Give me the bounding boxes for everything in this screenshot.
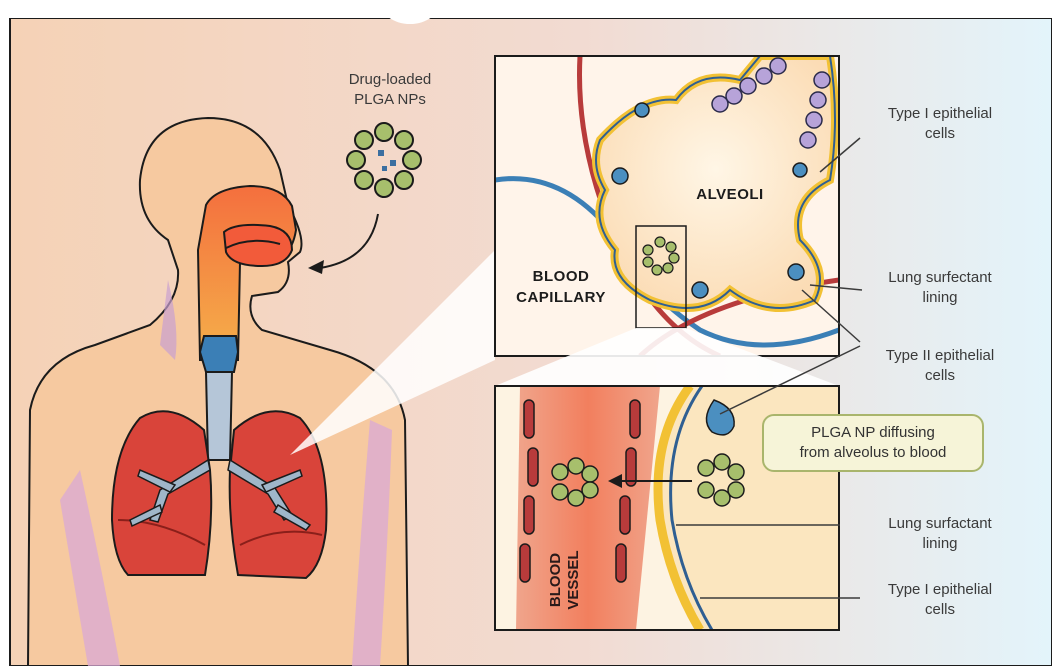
type1-cells-bottom-label: Type I epithelial cells [860,580,1020,620]
alveoli-panel [495,56,839,356]
diffusion-callout: PLGA NP diffusing from alveolus to blood [762,414,984,472]
type2-line2: cells [860,366,1020,386]
blood-vessel-line2: VESSEL [565,545,583,615]
surfactant-top-line2: lining [860,288,1020,308]
type2-cells-label: Type II epithelial cells [860,346,1020,386]
type1-cells-top-label: Type I epithelial cells [860,104,1020,144]
type1-bottom-line1: Type I epithelial [860,580,1020,600]
drug-loaded-line2: PLGA NPs [320,90,460,110]
surfactant-bottom-label: Lung surfactant lining [860,514,1020,554]
callout-line2: from alveolus to blood [800,443,947,463]
blood-capillary-line1: BLOOD [506,266,616,287]
drug-loaded-label: Drug-loaded PLGA NPs [320,70,460,110]
blood-vessel-label: BLOOD VESSEL [547,545,627,615]
blood-capillary-line2: CAPILLARY [506,287,616,308]
type1-top-line2: cells [860,124,1020,144]
surfactant-bottom-line1: Lung surfactant [860,514,1020,534]
type1-top-line1: Type I epithelial [860,104,1020,124]
blood-vessel-line1: BLOOD [547,545,565,615]
surfactant-bottom-line2: lining [860,534,1020,554]
callout-line1: PLGA NP diffusing [811,423,935,443]
alveoli-label: ALVEOLI [680,186,780,203]
drug-loaded-line1: Drug-loaded [320,70,460,90]
surfactant-top-line1: Lung surfectant [860,268,1020,288]
type2-line1: Type II epithelial [860,346,1020,366]
blood-capillary-label: BLOOD CAPILLARY [506,266,616,308]
surfactant-top-label: Lung surfectant lining [860,268,1020,308]
type1-bottom-line2: cells [860,600,1020,620]
